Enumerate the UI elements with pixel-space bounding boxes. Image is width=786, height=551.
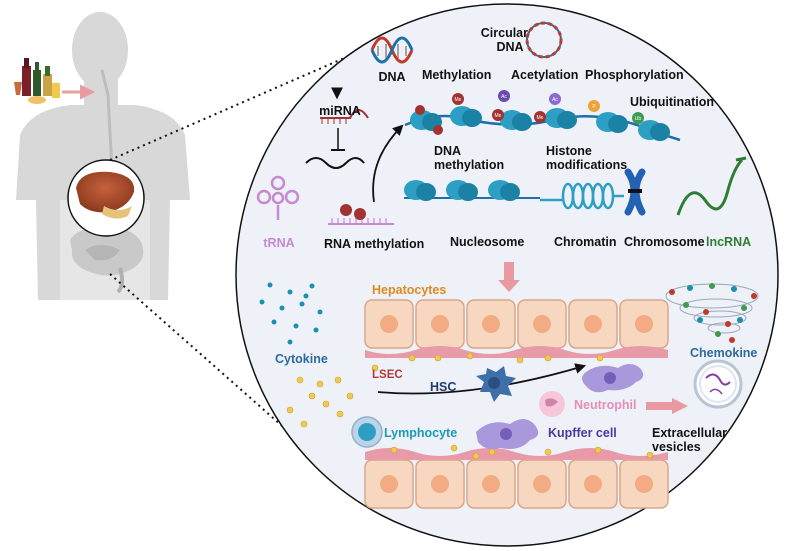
rna-to-epigenetic-arrow bbox=[372, 124, 404, 203]
extracellular-vesicles-label-line1: Extracellular bbox=[652, 426, 727, 440]
dna-methyl-marks bbox=[415, 105, 443, 135]
nucleosome-strand bbox=[404, 180, 540, 201]
hepatocyte-row-top bbox=[364, 299, 669, 349]
extracellular-vesicle-icon bbox=[693, 359, 743, 409]
svg-text:Me: Me bbox=[495, 113, 502, 119]
macrophage-top-icon bbox=[582, 364, 644, 393]
svg-text:Me: Me bbox=[537, 115, 544, 121]
secreted-particles bbox=[286, 352, 654, 460]
down-arrow bbox=[498, 262, 520, 292]
human-silhouette bbox=[16, 12, 190, 300]
ev-arrow bbox=[646, 398, 688, 414]
liver-zoom-circle bbox=[67, 159, 145, 237]
lncrna-icon bbox=[676, 156, 747, 216]
circular-dna-icon bbox=[525, 21, 563, 59]
kupffer-cell-icon bbox=[476, 419, 539, 450]
acetylation-label: Acetylation bbox=[511, 68, 578, 82]
histone-modifications-label-line1: Histone bbox=[546, 144, 592, 158]
svg-text:Ac: Ac bbox=[552, 97, 558, 103]
lymphocyte-icon bbox=[351, 416, 383, 448]
circular-dna-label-line1: Circular bbox=[481, 26, 528, 40]
hsc-cell-icon bbox=[476, 366, 516, 402]
phosphorylation-label: Phosphorylation bbox=[585, 68, 684, 82]
neutrophil-icon bbox=[539, 391, 565, 417]
cell-flow-arrow bbox=[377, 363, 587, 395]
food-and-drinks-icon bbox=[14, 58, 60, 104]
rna-methylation-icon bbox=[328, 204, 394, 225]
histone-modifications-label-line2: modifications bbox=[546, 158, 627, 172]
dna-methylation-label-line1: DNA bbox=[434, 144, 461, 158]
hepatocytes-label: Hepatocytes bbox=[372, 283, 446, 297]
svg-text:Me: Me bbox=[455, 97, 462, 103]
histone-mark-me-2: Me bbox=[492, 109, 504, 121]
dna-label: DNA bbox=[378, 70, 405, 84]
chromatin-label: Chromatin bbox=[554, 235, 617, 249]
neutrophil-label: Neutrophil bbox=[574, 398, 637, 412]
chromosome-label: Chromosome bbox=[624, 235, 705, 249]
chromatin-coil-icon bbox=[540, 182, 624, 210]
nucleosome-label: Nucleosome bbox=[450, 235, 524, 249]
hsc-label: HSC bbox=[430, 380, 456, 394]
kupffer-cell-label: Kupffer cell bbox=[548, 426, 617, 440]
svg-text:Ac: Ac bbox=[501, 94, 507, 100]
trna-label: tRNA bbox=[263, 236, 294, 250]
histone-mark-ac-1: Ac bbox=[498, 90, 510, 102]
chemokine-label: Chemokine bbox=[690, 346, 757, 360]
extracellular-vesicles-label-line2: vesicles bbox=[652, 440, 701, 454]
circular-dna-label-line2: DNA bbox=[496, 40, 523, 54]
svg-text:Ub: Ub bbox=[635, 116, 642, 122]
lncrna-label: lncRNA bbox=[706, 235, 751, 249]
chromosome-icon bbox=[624, 168, 646, 216]
histone-mark-ac-2: Ac bbox=[549, 93, 561, 105]
methylation-label: Methylation bbox=[422, 68, 491, 82]
histone-mark-ub: Ub bbox=[632, 112, 644, 124]
chemokine-dots bbox=[669, 283, 757, 343]
dna-methylation-label-line2: methylation bbox=[434, 158, 504, 172]
trna-icon bbox=[256, 175, 300, 220]
lsec-layer-top bbox=[365, 346, 668, 358]
histone-mark-p: P bbox=[588, 100, 600, 112]
lymphocyte-label: Lymphocyte bbox=[384, 426, 457, 440]
rna-methylation-label: RNA methylation bbox=[324, 237, 424, 251]
lsec-label: LSEC bbox=[372, 369, 403, 381]
dna-helix-icon bbox=[370, 36, 414, 64]
cytokine-label: Cytokine bbox=[275, 352, 328, 366]
mirna-icon bbox=[305, 87, 369, 169]
hepatocyte-row-bottom bbox=[364, 459, 669, 509]
liver-icon bbox=[76, 171, 135, 213]
histone-mark-me-3: Me bbox=[534, 111, 546, 123]
histone-mark-me-1: Me bbox=[452, 93, 464, 105]
cytokine-dots bbox=[259, 282, 323, 345]
lsec-layer-bottom bbox=[365, 448, 668, 460]
ubiquitination-label: Ubiquitination bbox=[630, 95, 714, 109]
svg-text:P: P bbox=[592, 104, 596, 110]
mirna-label: miRNA bbox=[319, 104, 361, 118]
